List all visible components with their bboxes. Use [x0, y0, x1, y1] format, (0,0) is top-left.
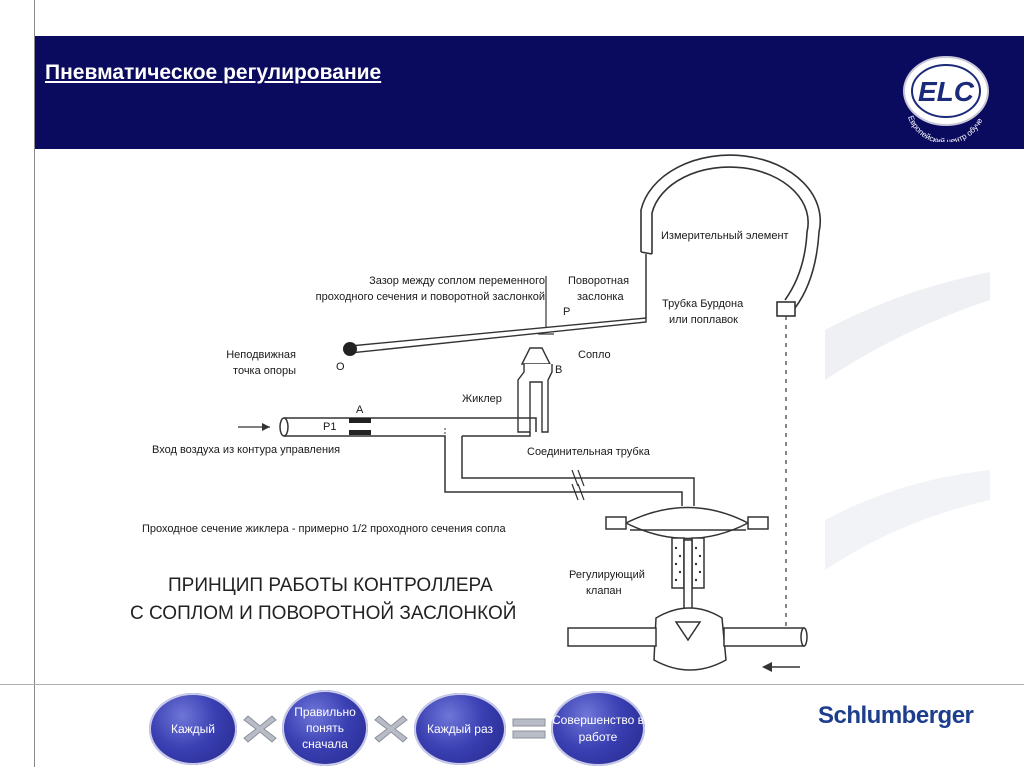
page-title: Пневматическое регулирование — [45, 61, 382, 84]
caption-line2: С СОПЛОМ И ПОВОРОТНОЙ ЗАСЛОНКОЙ — [130, 602, 516, 624]
footer-divider — [0, 684, 1024, 685]
label-valve-line1: Регулирующий — [569, 569, 645, 581]
restrictor-a — [349, 418, 371, 423]
multiply-icon-2 — [374, 715, 408, 743]
decor-swoosh-2 — [825, 470, 990, 570]
bubble-excellence: Совершенство в работе — [551, 691, 645, 766]
label-bourdon-line1: Трубка Бурдона — [662, 298, 744, 310]
label-bourdon-line2: или поплавок — [669, 314, 738, 326]
label-valve-line2: клапан — [586, 585, 622, 597]
header-bar: Пневматическое регулирование ELC Европей… — [35, 36, 1024, 149]
label-pivot-line1: Неподвижная — [226, 349, 296, 361]
label-gap-line1: Зазор между соплом переменного — [369, 275, 545, 287]
pivot-point — [343, 342, 357, 356]
label-measuring-element: Измерительный элемент — [661, 230, 789, 242]
elc-logo: ELC Европейский центр обучения — [890, 47, 989, 142]
label-p1: P1 — [323, 421, 336, 433]
air-input-pipe — [279, 417, 695, 506]
label-restrictor-note: Проходное сечение жиклера - примерно 1/2… — [142, 523, 506, 535]
label-air-input: Вход воздуха из контура управления — [152, 444, 340, 456]
schlumberger-logo: Schlumberger — [818, 702, 974, 729]
decor-swoosh — [825, 272, 990, 380]
flapper — [343, 317, 647, 356]
label-flapper-line1: Поворотная — [568, 275, 629, 287]
bubble-understand-first: Правильно понять сначала — [282, 690, 368, 766]
equals-icon — [512, 718, 546, 739]
label-pivot-line2: точка опоры — [233, 365, 296, 377]
label-nozzle: Сопло — [578, 349, 611, 361]
bubble-every: Каждый — [149, 693, 237, 765]
label-flapper-line2: заслонка — [577, 291, 624, 303]
control-valve — [567, 506, 808, 671]
label-letter-a: A — [356, 404, 364, 416]
nozzle — [517, 347, 553, 433]
label-letter-o: O — [336, 361, 345, 373]
bourdon-tube — [640, 154, 822, 317]
left-guide-line — [34, 0, 35, 767]
label-letter-b: B — [555, 364, 562, 376]
logo-text: ELC — [918, 76, 975, 107]
label-restrictor: Жиклер — [462, 393, 502, 405]
label-gap-line2: проходного сечения и поворотной заслонко… — [316, 291, 545, 303]
label-letter-p: P — [563, 306, 570, 318]
caption-line1: ПРИНЦИП РАБОТЫ КОНТРОЛЛЕРА — [168, 575, 493, 596]
multiply-icon — [243, 715, 277, 743]
label-connecting-tube: Соединительная трубка — [527, 446, 651, 458]
bubble-every-time: Каждый раз — [414, 693, 506, 765]
